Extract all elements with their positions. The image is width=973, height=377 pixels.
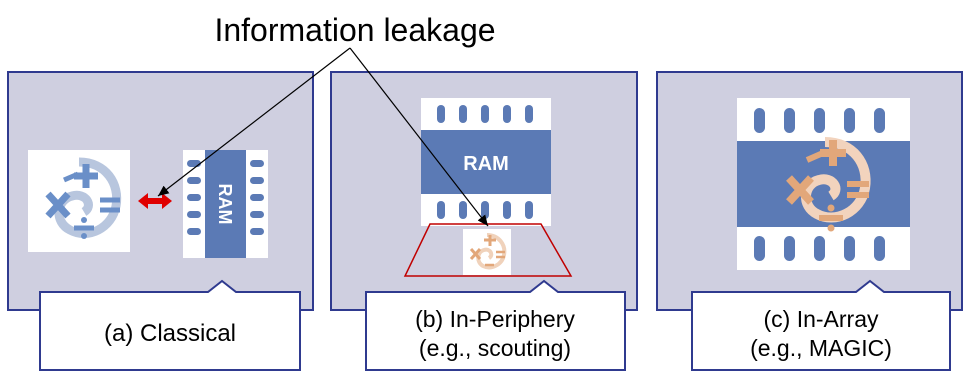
panel-in-periphery: RAM (b) In-Periphery (e.g., scouting): [330, 71, 638, 371]
caption-box-b: [365, 279, 626, 371]
periphery-region: [403, 223, 573, 277]
diagram-title: Information leakage: [214, 12, 495, 48]
math-logo-orange-small-icon: [463, 229, 511, 275]
caption-box-a: [39, 279, 301, 371]
math-logo-blue-icon: [28, 150, 130, 252]
chip-label-a: RAM: [215, 184, 235, 225]
caption-box-c: [691, 279, 951, 371]
red-double-arrow-icon: [138, 193, 172, 209]
leakage-arrow-b: [349, 47, 489, 227]
caption-c-line2: (e.g., MAGIC): [750, 335, 892, 361]
caption-b-line2: (e.g., scouting): [419, 335, 571, 361]
panel-in-array: (c) In-Array (e.g., MAGIC): [656, 71, 963, 371]
ram-chip-icon-b: RAM: [421, 98, 551, 226]
caption-a-line1: (a) Classical: [104, 320, 236, 347]
chip-label-b: RAM: [463, 153, 509, 175]
leakage-arrow-a: [157, 47, 351, 197]
panel-classical: RAM (a) Classical: [7, 71, 314, 371]
caption-b-line1: (b) In-Periphery: [415, 306, 575, 332]
caption-c-line1: (c) In-Array: [764, 306, 880, 332]
ram-chip-icon: RAM: [183, 150, 268, 258]
ram-chip-with-logo-icon: [737, 98, 910, 270]
